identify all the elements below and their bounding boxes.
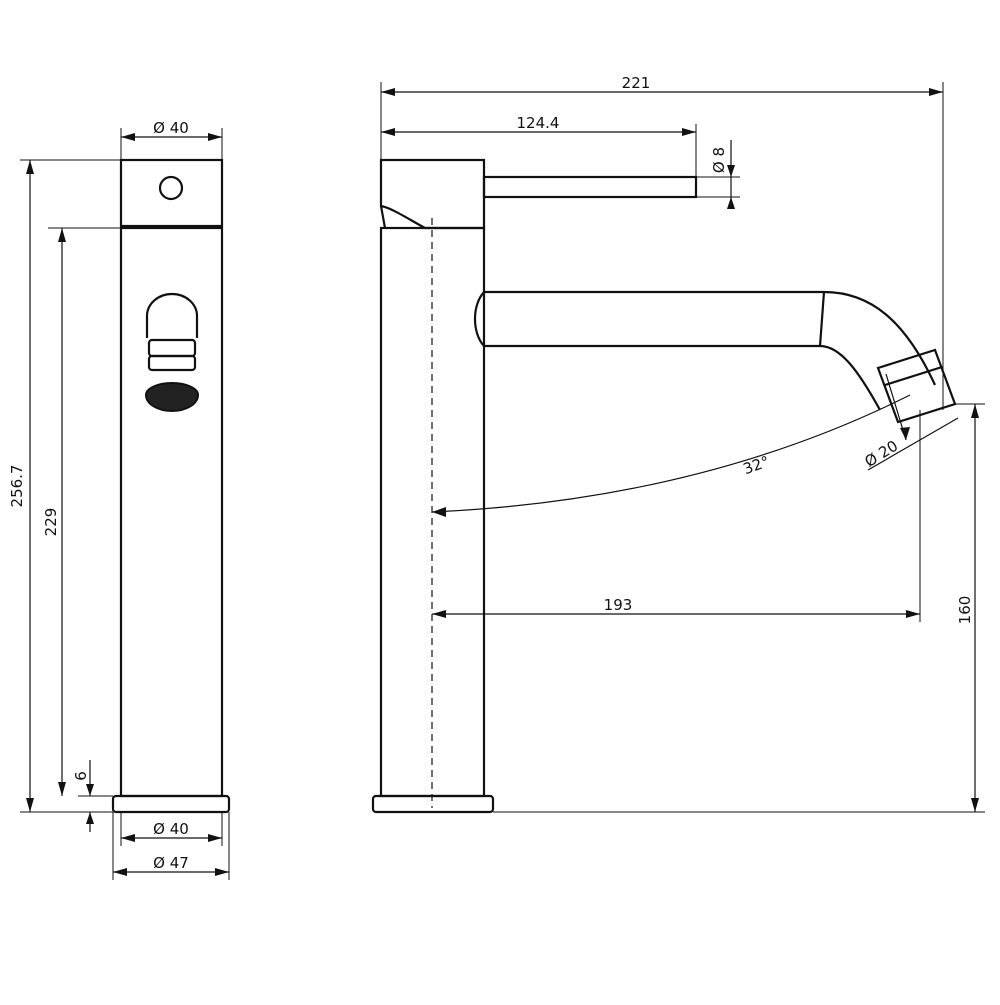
- dim-base-thickness: 6: [72, 771, 90, 781]
- side-view: [371, 158, 957, 814]
- front-base-plate: [111, 794, 231, 814]
- aerator-ring-lower: [147, 354, 197, 372]
- dim-spout-angle: 32°: [741, 452, 772, 478]
- front-view: [111, 158, 231, 814]
- spout-bend-line: [818, 291, 826, 347]
- extension-lines: [20, 82, 985, 880]
- aerator-outlet-icon: [144, 382, 200, 412]
- dim-overall-length: 221: [622, 74, 651, 92]
- side-handle-edge: [379, 205, 387, 229]
- dim-body-height: 229: [42, 508, 60, 537]
- dimension-lines: [26, 88, 979, 876]
- handle-lever: [482, 175, 698, 199]
- dim-spout-reach: 193: [604, 596, 633, 614]
- side-handle-body: [379, 158, 486, 230]
- dim-handle-length: 124.4: [517, 114, 560, 132]
- handle-pin-hole: [158, 175, 184, 201]
- front-spout-profile: [145, 292, 199, 338]
- spout-joint: [473, 291, 485, 347]
- spout-bottom-edge: [484, 344, 881, 411]
- dim-handle-diameter: Ø 8: [710, 147, 728, 173]
- dimension-labels: 221 124.4 Ø 8 Ø 40 256.7 229 6 Ø 40 Ø 47…: [8, 74, 974, 872]
- dim-top-diameter: Ø 40: [153, 119, 189, 137]
- aerator-side-ring: [884, 365, 943, 387]
- side-base-plate: [371, 794, 495, 814]
- dim-outlet-diameter: Ø 20: [861, 437, 901, 471]
- aerator-ring: [147, 338, 197, 358]
- front-handle-cap: [119, 158, 224, 228]
- dim-overall-height: 256.7: [8, 465, 26, 508]
- dim-spout-height: 160: [956, 596, 974, 625]
- spout-top-edge: [484, 290, 936, 386]
- front-body: [119, 226, 224, 798]
- dim-base-diameter: Ø 47: [153, 854, 189, 872]
- dim-body-diameter: Ø 40: [153, 820, 189, 838]
